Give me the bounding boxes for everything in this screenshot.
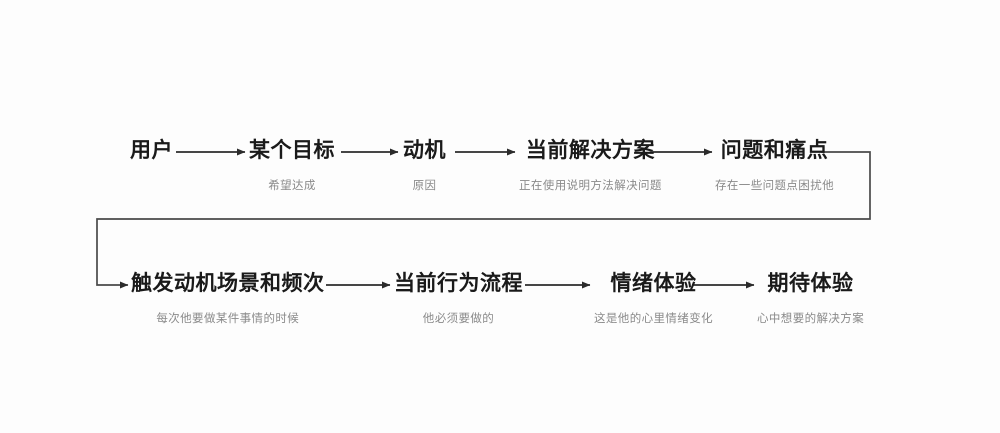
node-emotional-experience-caption: 这是他的心里情绪变化 bbox=[594, 313, 713, 325]
node-trigger-scene-frequency-caption: 每次他要做某件事情的时候 bbox=[156, 313, 300, 325]
node-current-behavior-flow-title: 当前行为流程 bbox=[394, 272, 523, 295]
node-expected-experience-title: 期待体验 bbox=[767, 272, 854, 295]
node-user-title: 用户 bbox=[130, 139, 173, 162]
node-goal[interactable]: 某个目标 希望达成 bbox=[249, 140, 335, 193]
node-trigger-scene-frequency-title: 触发动机场景和频次 bbox=[131, 272, 325, 295]
node-motivation-title: 动机 bbox=[403, 139, 446, 162]
node-expected-experience[interactable]: 期待体验 心中想要的解决方案 bbox=[757, 273, 864, 326]
node-motivation-caption: 原因 bbox=[412, 180, 437, 192]
node-expected-experience-caption: 心中想要的解决方案 bbox=[757, 313, 865, 325]
node-emotional-experience-title: 情绪体验 bbox=[610, 272, 697, 295]
node-user[interactable]: 用户 bbox=[130, 140, 173, 181]
node-problems-painpoints-title: 问题和痛点 bbox=[720, 139, 829, 162]
node-current-solution[interactable]: 当前解决方案 正在使用说明方法解决问题 bbox=[519, 140, 662, 193]
node-goal-caption: 希望达成 bbox=[268, 180, 316, 192]
node-current-solution-title: 当前解决方案 bbox=[525, 139, 655, 162]
node-goal-title: 某个目标 bbox=[249, 139, 335, 162]
node-motivation[interactable]: 动机 原因 bbox=[403, 140, 446, 193]
node-current-behavior-flow-caption: 他必须要做的 bbox=[422, 313, 495, 325]
node-trigger-scene-frequency[interactable]: 触发动机场景和频次 每次他要做某件事情的时候 bbox=[131, 273, 325, 326]
node-problems-painpoints[interactable]: 问题和痛点 存在一些问题点困扰他 bbox=[715, 140, 834, 193]
node-current-behavior-flow[interactable]: 当前行为流程 他必须要做的 bbox=[394, 273, 523, 326]
node-problems-painpoints-caption: 存在一些问题点困扰他 bbox=[715, 180, 834, 192]
node-emotional-experience[interactable]: 情绪体验 这是他的心里情绪变化 bbox=[594, 273, 713, 326]
node-current-solution-caption: 正在使用说明方法解决问题 bbox=[519, 180, 662, 192]
